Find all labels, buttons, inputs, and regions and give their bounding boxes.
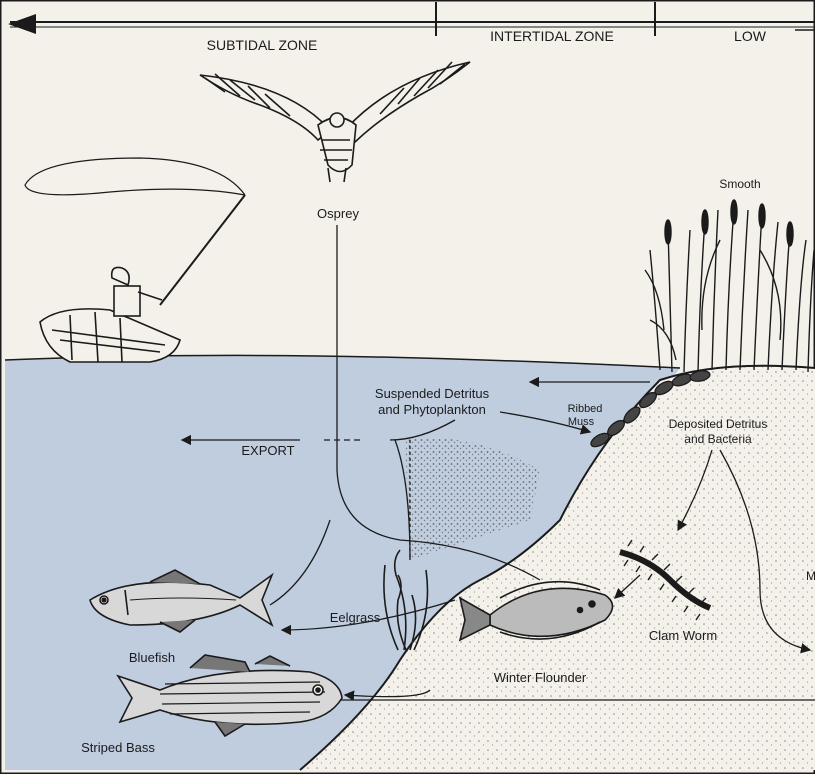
smooth-label: Smooth	[719, 177, 760, 191]
striped-bass-label: Striped Bass	[81, 740, 155, 755]
bluefish-label: Bluefish	[129, 650, 175, 665]
deposited-detritus-label-1: Deposited Detritus	[669, 417, 768, 431]
ribbed-mussel-label-1: Ribbed	[568, 403, 603, 415]
suspended-detritus-label-1: Suspended Detritus	[375, 386, 490, 401]
ribbed-mussel-label-2: Muss	[568, 416, 595, 428]
deposited-detritus-label-2: and Bacteria	[684, 432, 752, 446]
subtidal-zone-label: SUBTIDAL ZONE	[207, 37, 318, 53]
osprey-label: Osprey	[317, 206, 359, 221]
intertidal-zone-label: INTERTIDAL ZONE	[490, 28, 614, 44]
suspended-detritus-label-2: and Phytoplankton	[378, 402, 486, 417]
cropped-m-label: M	[806, 569, 815, 583]
clam-worm-label: Clam Worm	[649, 628, 717, 643]
export-label: EXPORT	[241, 443, 294, 458]
low-zone-label: LOW	[734, 28, 767, 44]
winter-flounder-label: Winter Flounder	[494, 670, 587, 685]
eelgrass-label: Eelgrass	[330, 610, 381, 625]
